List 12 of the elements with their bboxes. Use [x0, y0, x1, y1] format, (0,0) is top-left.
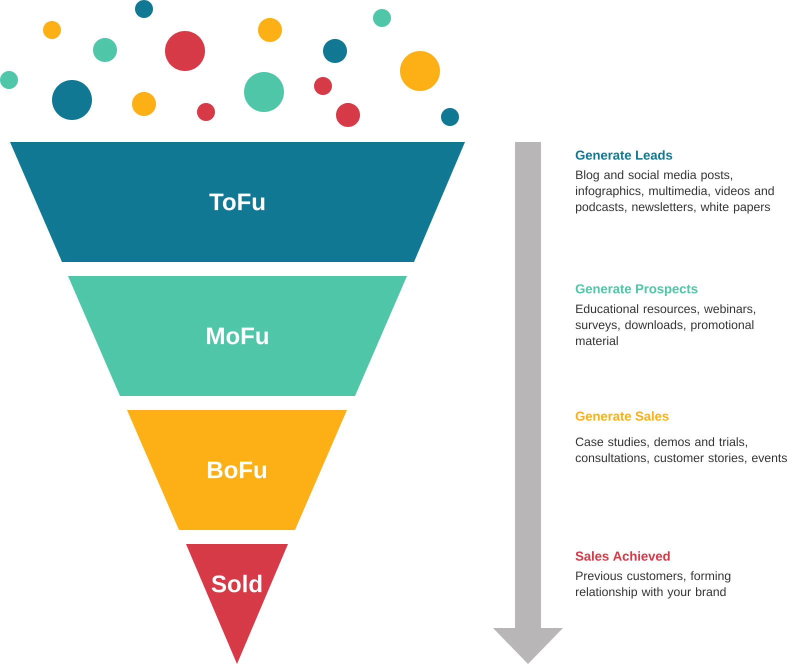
description-text: Educational resources, webinars, surveys, downloads, promotional material	[576, 304, 756, 346]
funnel-triangle: Sold	[186, 544, 288, 664]
funnel-band: BoFu	[127, 410, 347, 530]
description-text: Case studies, demos and trials, consultations, customer stories, events	[576, 437, 787, 464]
funnel-band: ToFu	[10, 142, 465, 262]
section-heading: Generate Sales	[576, 411, 669, 421]
section-heading: Sales Achieved	[576, 551, 670, 561]
description-text: Blog and social media posts, infographics, multimedia, videos and podcasts, newsletters, white papers	[576, 170, 774, 214]
section-heading: Generate Prospects	[576, 284, 698, 296]
section-heading: Generate Leads	[576, 150, 672, 160]
description-text: Previous customers, forming relationship with your brand	[576, 571, 730, 599]
funnel-band: MoFu	[68, 276, 407, 396]
